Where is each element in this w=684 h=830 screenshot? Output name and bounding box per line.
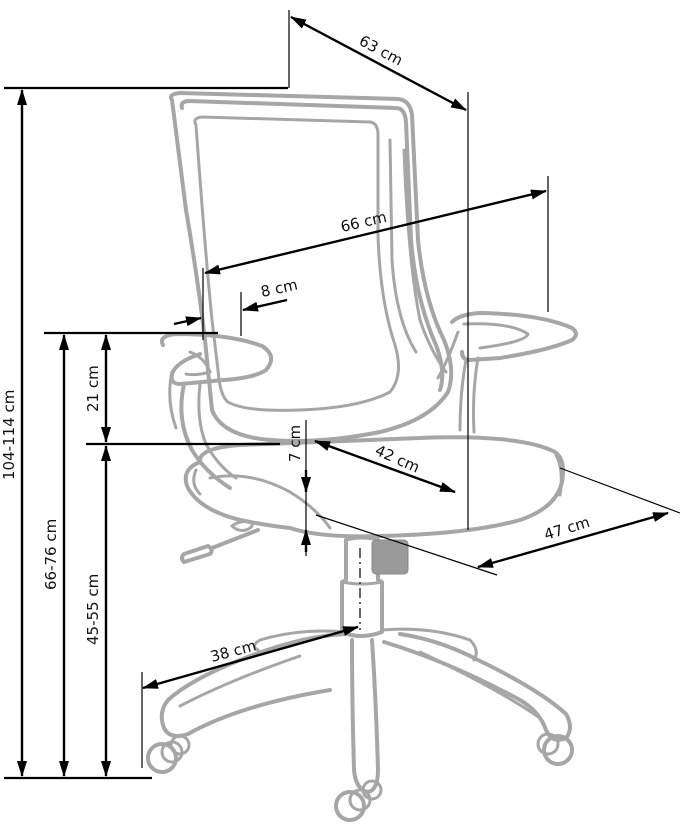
label-armrest-above-seat: 21 cm [84,365,102,412]
backrest [169,91,454,443]
dimension-38cm: 38 cm [142,625,359,690]
height-lever [180,520,260,564]
label-seat-height: 45-55 cm [84,574,102,645]
dimension-47cm: 47 cm [477,511,669,569]
dimension-42cm: 42 cm [314,439,456,494]
label-seat-thickness: 7 cm [286,425,304,462]
chair-drawing [146,91,578,822]
casters [146,732,574,822]
dimension-104-114cm: 104-114 cm [0,89,28,777]
right-armrest [436,311,578,434]
dimension-66-76cm: 66-76 cm [42,334,69,777]
label-armrest-width: 8 cm [259,276,299,301]
gas-cylinder [340,536,409,638]
dimension-45-55cm: 45-55 cm [84,445,111,777]
label-armrest-height: 66-76 cm [42,519,60,590]
dimension-7cm: 7 cm [286,420,311,556]
caster-left [146,742,178,774]
caster-front [334,790,366,822]
caster-right [542,734,574,766]
dimension-annotations: 63 cm 66 cm 8 cm 104-114 cm 66-76 cm 21 … [0,10,681,780]
tension-knob [371,539,409,575]
label-total-height: 104-114 cm [0,390,18,480]
dimension-66cm: 66 cm [204,189,547,275]
label-seat-width: 47 cm [542,513,592,544]
dimension-21cm: 21 cm [84,334,111,443]
dimension-8cm: 8 cm [173,276,299,327]
